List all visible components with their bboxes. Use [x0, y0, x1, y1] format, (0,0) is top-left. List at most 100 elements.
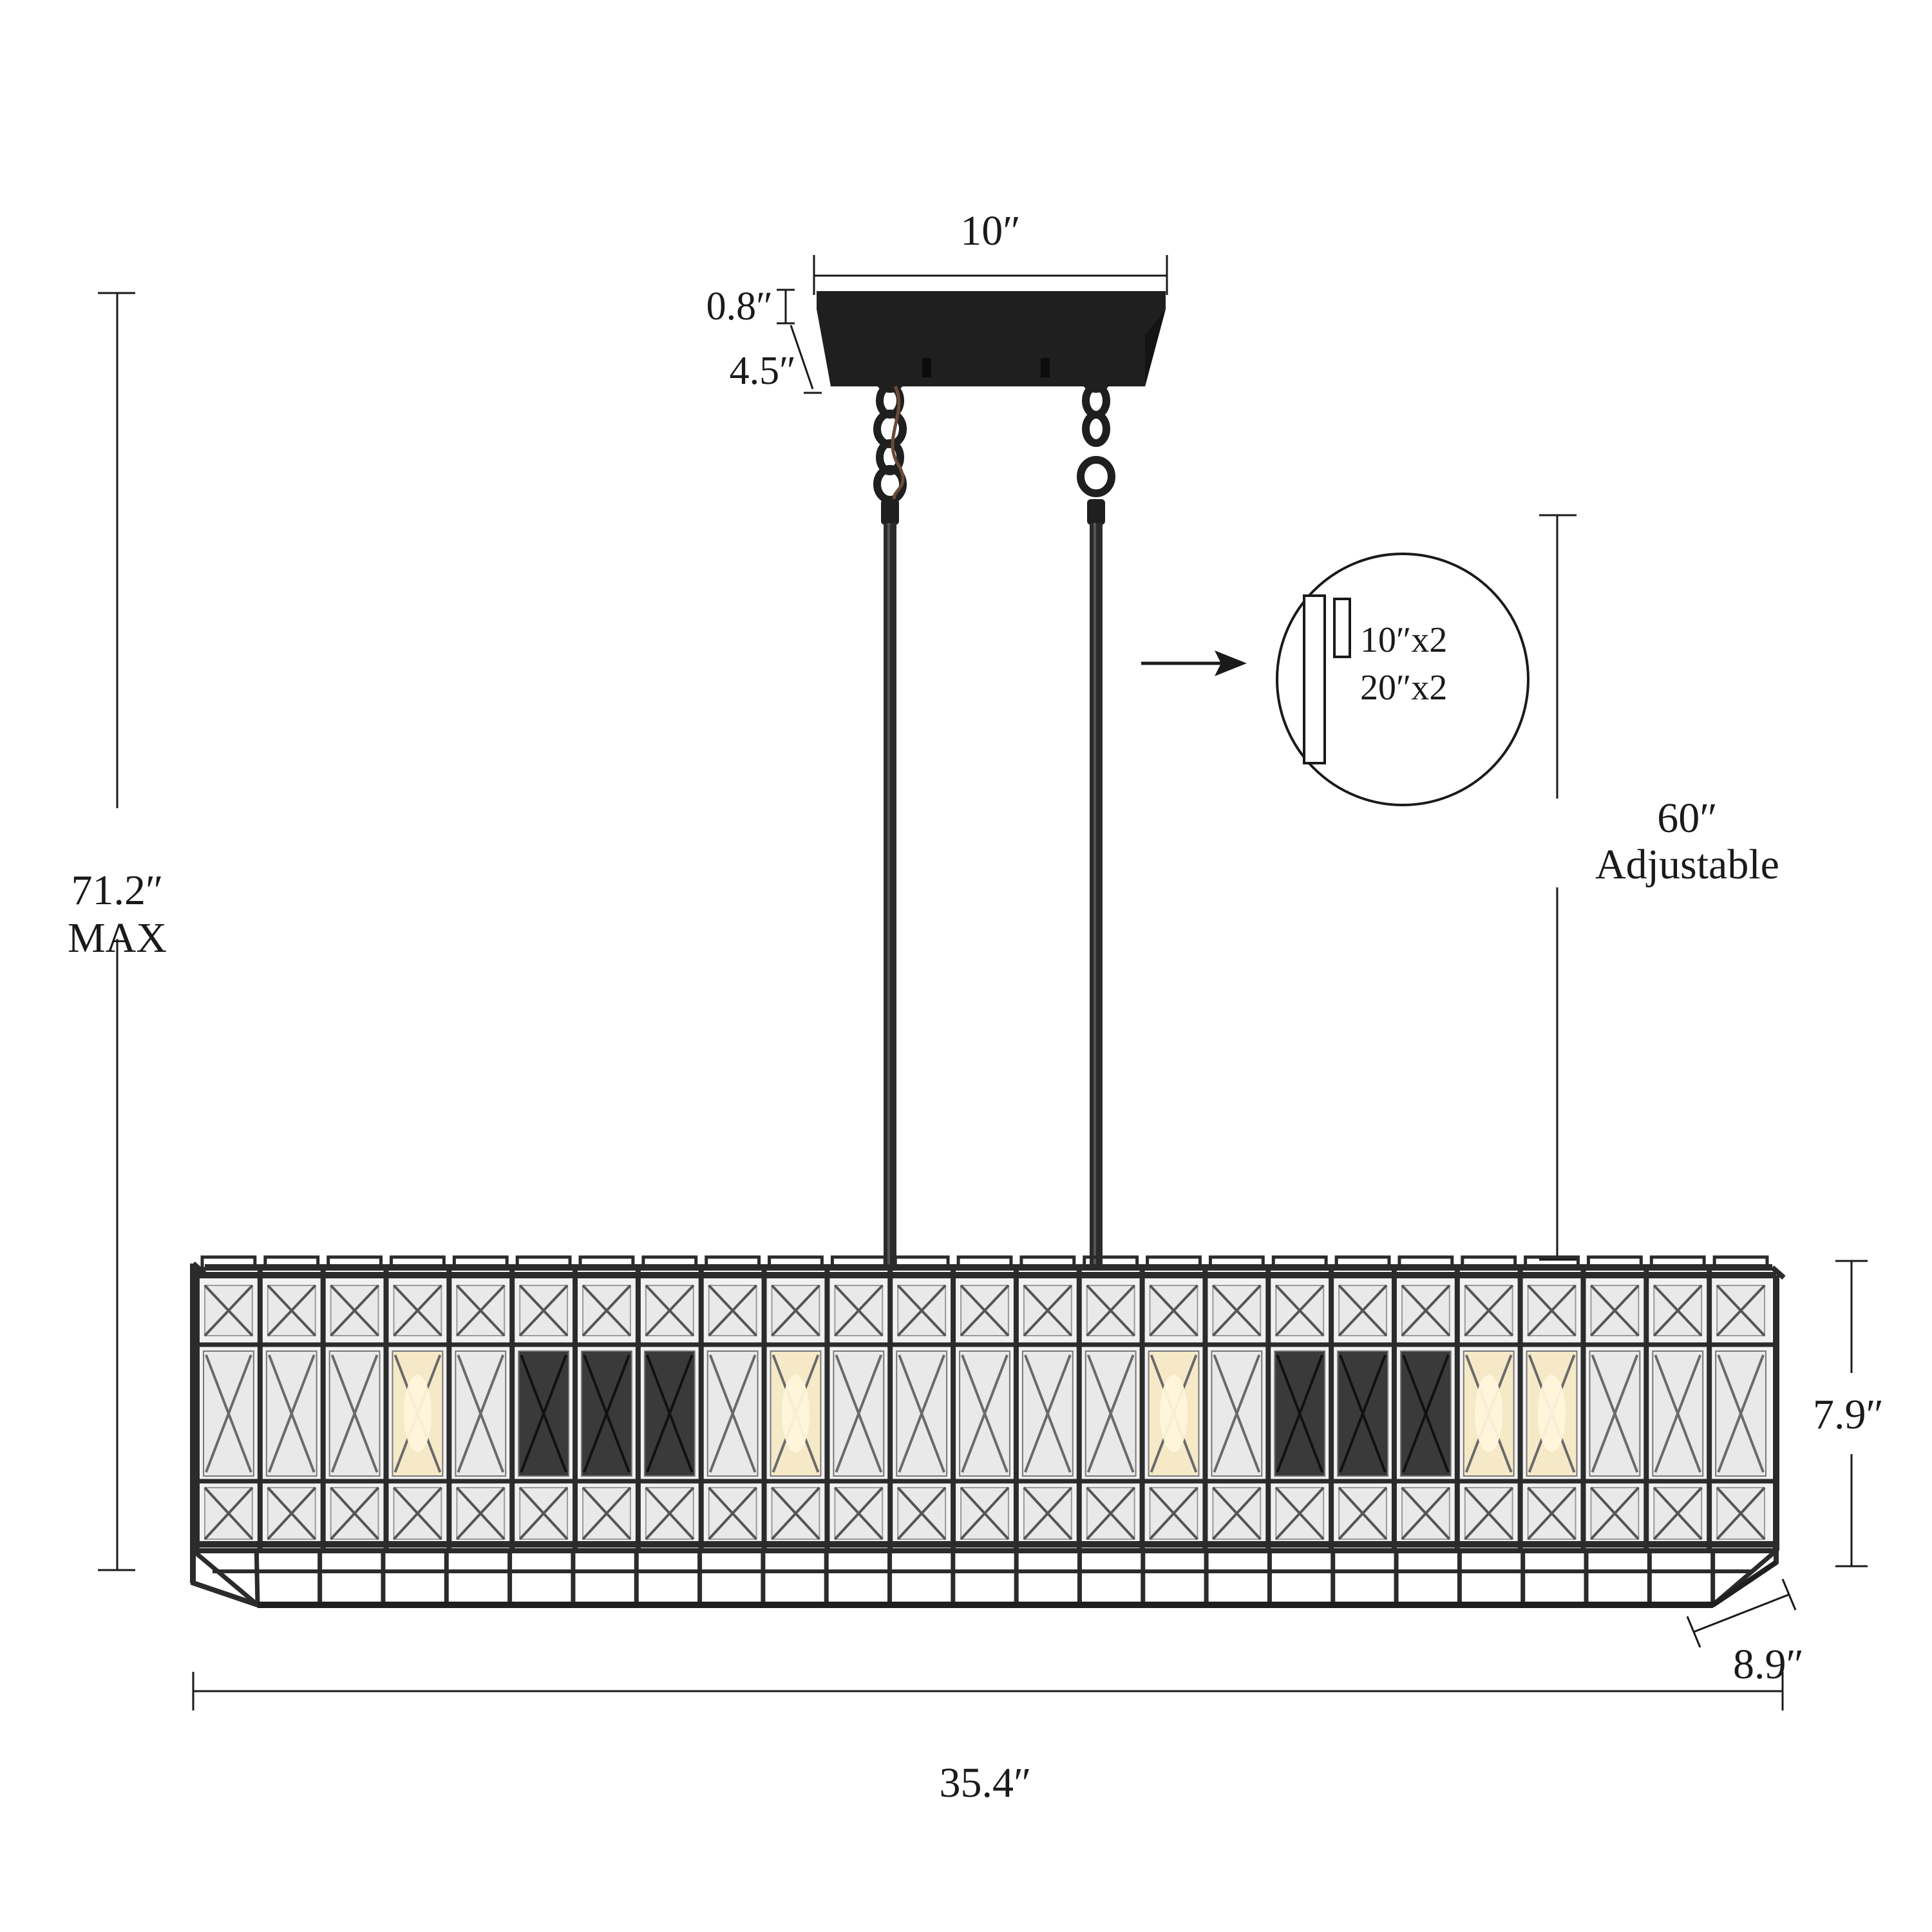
- frame-top-cap: [893, 1255, 950, 1271]
- bulb-glow: [1538, 1375, 1566, 1452]
- frame-top-cap: [768, 1255, 824, 1271]
- right-rod-coupler: [1087, 499, 1105, 525]
- crystal-bottom-facet: [833, 1486, 884, 1540]
- frame-top-cap: [830, 1255, 887, 1271]
- crystal-middle-facet: [1024, 1354, 1072, 1473]
- crystal-top-facet: [1149, 1284, 1198, 1337]
- frame-top-cap: [1019, 1255, 1076, 1271]
- canopy-body: [817, 291, 1166, 386]
- frame-top-cap: [1397, 1255, 1454, 1271]
- crystal-middle-facet: [835, 1354, 883, 1473]
- crystal-bottom-facet: [393, 1486, 442, 1540]
- bulb-glow: [1159, 1375, 1188, 1452]
- crystal-top-facet: [1023, 1284, 1073, 1337]
- crystal-bottom-facet: [1590, 1486, 1640, 1540]
- frame-top-cap: [1271, 1255, 1328, 1271]
- ceiling-canopy: [817, 291, 1166, 386]
- crystal-bottom-facet: [1527, 1486, 1577, 1540]
- crystal-top-facet: [1527, 1284, 1577, 1337]
- crystal-top-facet: [1464, 1284, 1514, 1337]
- long-rod-icon: [1303, 594, 1326, 764]
- left-rod-coupler: [881, 499, 899, 525]
- shade-top-right-edge: [1770, 1265, 1786, 1280]
- crystal-top-facet: [455, 1284, 506, 1337]
- skirt-bar: [191, 1549, 260, 1607]
- canopy-height-line: [790, 325, 814, 390]
- crystal-top-facet: [393, 1284, 442, 1337]
- crystal-middle-facet: [1717, 1354, 1765, 1473]
- crystal-middle-facet: [1402, 1354, 1450, 1473]
- crystal-bottom-facet: [708, 1486, 758, 1540]
- crystal-bottom-facet: [1716, 1486, 1766, 1540]
- frame-top-cap: [515, 1255, 572, 1271]
- crystal-top-facet: [330, 1284, 379, 1337]
- crystal-top-facet: [1590, 1284, 1640, 1337]
- crystal-bottom-facet: [896, 1486, 947, 1540]
- rod-callout-arrow: [1141, 650, 1247, 676]
- right-rod-highlight: [1094, 523, 1096, 1270]
- frame-top-cap: [641, 1255, 698, 1271]
- crystal-bottom-facet: [1401, 1486, 1451, 1540]
- frame-top-cap: [1208, 1255, 1265, 1271]
- crystal-middle-facet: [205, 1354, 252, 1473]
- crystal-top-facet: [708, 1284, 758, 1337]
- canopy-screw-1: [922, 358, 931, 377]
- crystal-middle-facet: [583, 1354, 630, 1473]
- frame-top-cap: [263, 1255, 320, 1271]
- bulb-glow: [1475, 1375, 1503, 1452]
- short-rod-icon: [1333, 598, 1351, 658]
- rod-set-callout: [1276, 553, 1530, 806]
- crystal-middle-facet: [1086, 1354, 1135, 1473]
- crystal-bottom-facet: [960, 1486, 1010, 1540]
- crystal-bottom-facet: [455, 1486, 506, 1540]
- crystal-bottom-facet: [518, 1486, 569, 1540]
- crystal-bottom-facet: [1464, 1486, 1514, 1540]
- max-height-value-label: 71.2″: [71, 867, 164, 914]
- crystal-bottom-facet: [1211, 1486, 1262, 1540]
- rod-set-long-label: 20″x2: [1360, 668, 1447, 708]
- left-rod-highlight: [887, 523, 890, 1270]
- crystal-top-facet: [771, 1284, 820, 1337]
- rod-set-short-label: 10″x2: [1360, 620, 1447, 660]
- frame-top-cap: [956, 1255, 1013, 1271]
- suspension: [873, 354, 1115, 1270]
- crystal-top-facet: [518, 1284, 569, 1337]
- crystal-top-facet: [1274, 1284, 1325, 1337]
- crystal-top-facet: [1338, 1284, 1388, 1337]
- crystal-bottom-facet: [267, 1486, 317, 1540]
- shade-depth-label: 8.9″: [1733, 1641, 1804, 1688]
- max-height-max-label: MAX: [68, 914, 167, 961]
- chandelier-shade: [190, 1255, 1786, 1608]
- crystal-middle-facet: [1339, 1354, 1387, 1473]
- crystal-middle-facet: [520, 1354, 567, 1473]
- skirt-bar: [254, 1550, 260, 1605]
- crystal-grid: [194, 1255, 1769, 1551]
- crystal-bottom-facet: [1653, 1486, 1703, 1540]
- crystal-top-facet: [645, 1284, 695, 1337]
- frame-top-cap: [1146, 1255, 1202, 1271]
- dimension-labels: 10″ 0.8″ 4.5″ 71.2″ MAX 10″x2 20″x2 60″ …: [68, 207, 1884, 1806]
- crystal-top-facet: [267, 1284, 317, 1337]
- shade-bottom-skirt-bars: [191, 1549, 1778, 1607]
- frame-top-cap: [1334, 1255, 1391, 1271]
- frame-top-cap: [327, 1255, 383, 1271]
- crystal-bottom-facet: [582, 1486, 632, 1540]
- shade-height-label: 7.9″: [1813, 1391, 1884, 1438]
- canopy-thickness-label: 0.8″: [706, 285, 773, 328]
- crystal-bottom-facet: [1274, 1486, 1325, 1540]
- shade-frame-bars: [190, 1264, 1779, 1583]
- shade-depth-line: [1693, 1593, 1790, 1633]
- crystal-top-facet: [582, 1284, 632, 1337]
- crystal-middle-facet: [1654, 1354, 1702, 1473]
- crystal-middle-facet: [646, 1354, 694, 1473]
- crystal-bottom-facet: [1023, 1486, 1073, 1540]
- crystal-top-facet: [204, 1284, 254, 1337]
- left-power-wire: [891, 385, 905, 504]
- crystal-top-facet: [1716, 1284, 1766, 1337]
- crystal-bottom-facet: [1149, 1486, 1198, 1540]
- right-chain: [1077, 354, 1115, 497]
- canopy-screw-2: [1041, 358, 1050, 377]
- crystal-top-facet: [833, 1284, 884, 1337]
- frame-top-cap: [1586, 1255, 1643, 1271]
